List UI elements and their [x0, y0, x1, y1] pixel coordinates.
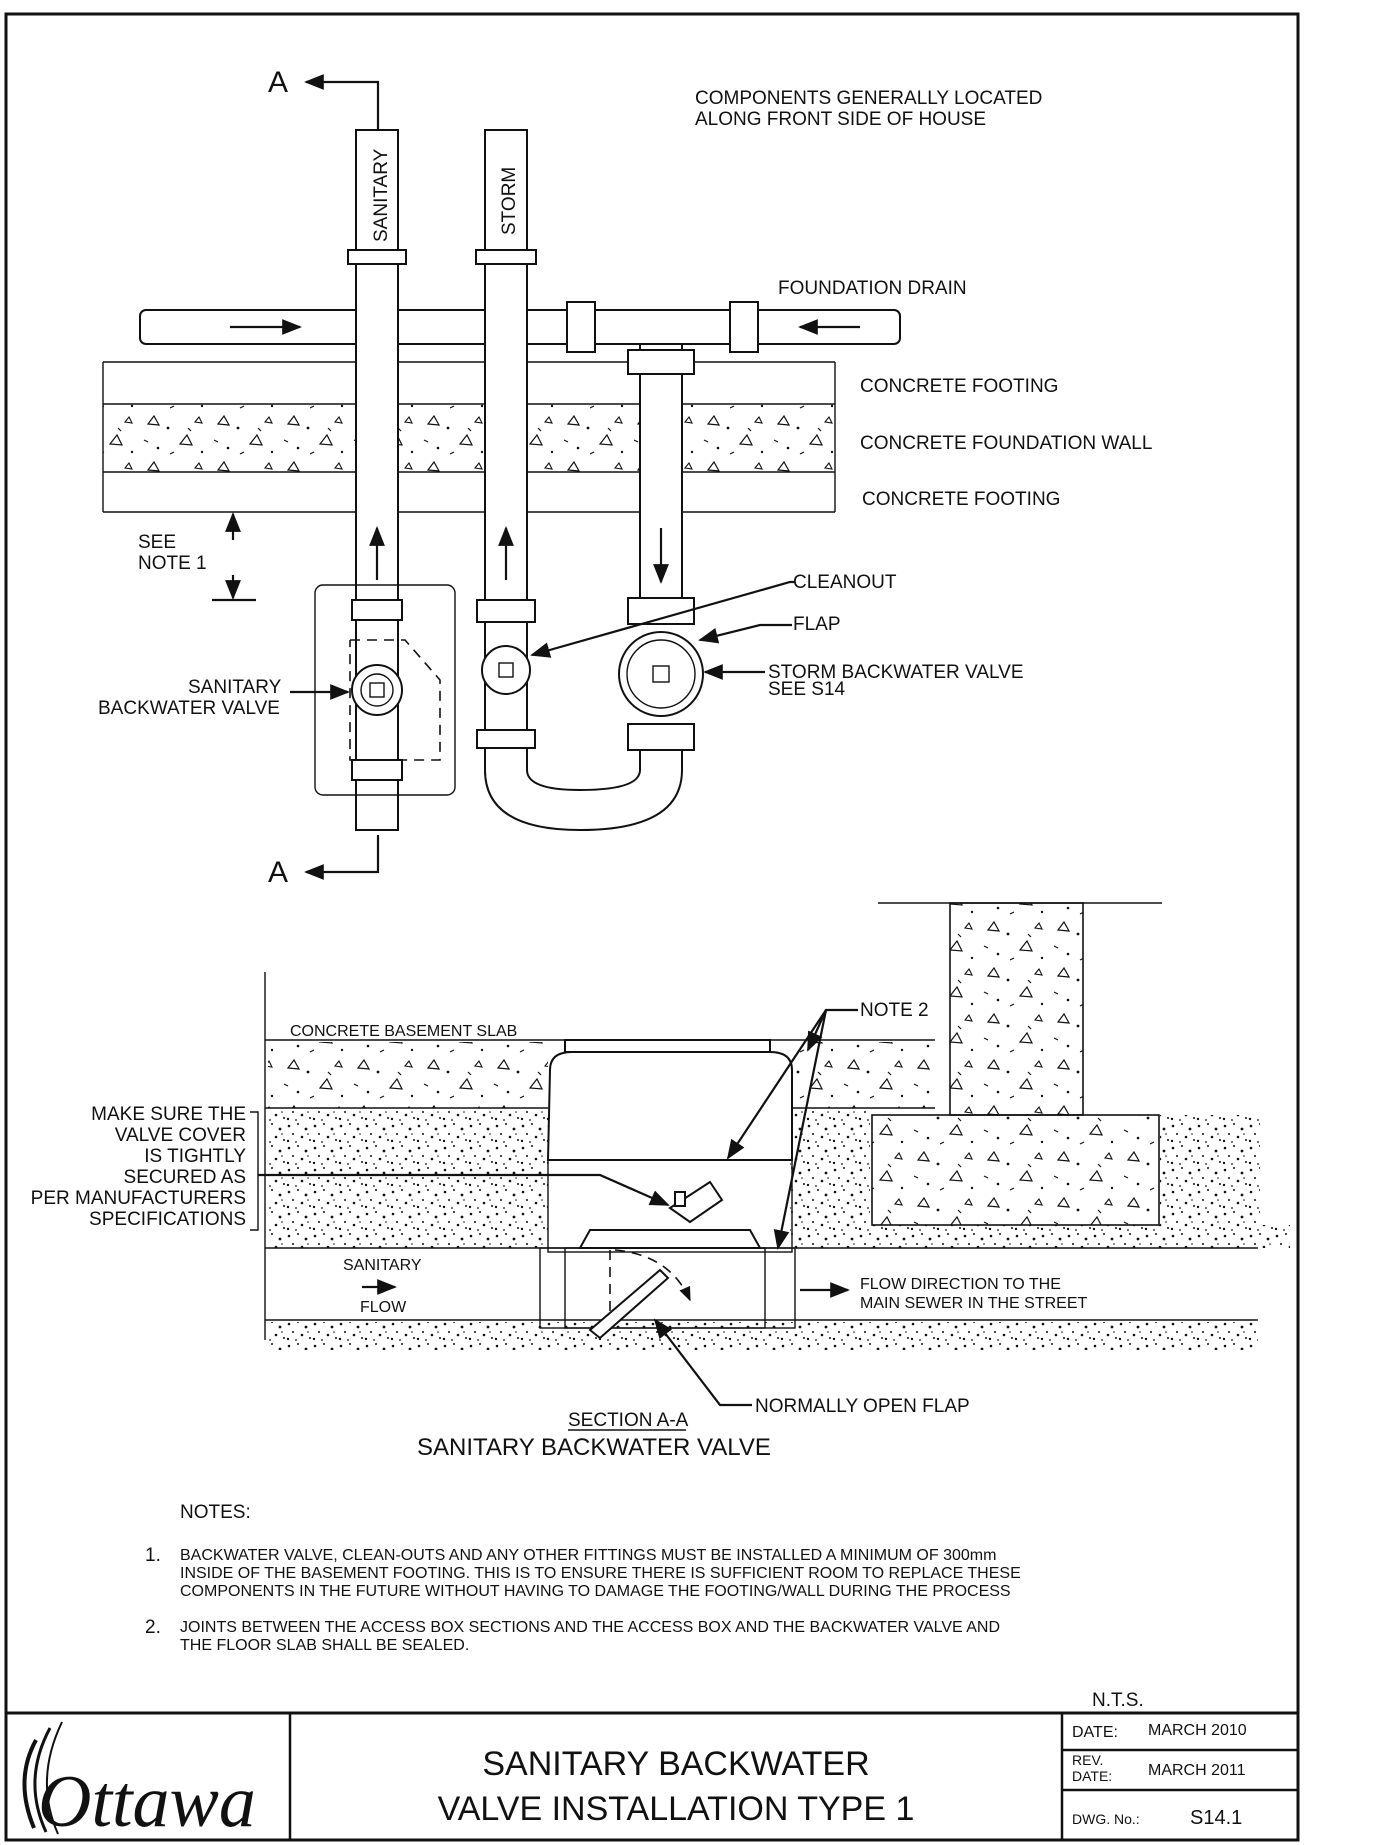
- gravel-bed: [268, 1110, 548, 1248]
- drawing-title-line-2: VALVE INSTALLATION TYPE 1: [438, 1790, 915, 1828]
- valve-cover-note-1: MAKE SURE THE: [91, 1104, 246, 1125]
- rev-date-label-2: DATE:: [1072, 1768, 1112, 1784]
- sanitary-valve-label-1: SANITARY: [188, 677, 282, 698]
- valve-cover-note-6: SPECIFICATIONS: [89, 1209, 246, 1230]
- section-marker-bottom: A: [268, 856, 288, 889]
- see-note-1-line-1: SEE: [138, 532, 176, 553]
- storm-backwater-valve: [618, 631, 704, 717]
- see-note-1-line-2: NOTE 1: [138, 553, 207, 574]
- flap-label: FLAP: [793, 614, 841, 635]
- date-value: MARCH 2010: [1148, 1722, 1247, 1739]
- concrete-basement-slab: [268, 1042, 548, 1108]
- note-2-label: NOTE 2: [860, 1000, 929, 1021]
- section-a-a-label: SECTION A-A: [568, 1410, 689, 1431]
- sanitary-flow-label-1: SANITARY: [343, 1257, 422, 1274]
- section-marker-top: A: [268, 66, 288, 99]
- storm-pipe: [484, 129, 528, 741]
- concrete-footing-top-label: CONCRETE FOOTING: [860, 376, 1058, 397]
- section-title: SANITARY BACKWATER VALVE: [417, 1434, 771, 1461]
- storm-backwater-valve-label-1: STORM BACKWATER VALVE: [768, 662, 1024, 683]
- ottawa-logo: Ottawa: [22, 1721, 256, 1843]
- note-1-line-3: COMPONENTS IN THE FUTURE WITHOUT HAVING …: [180, 1583, 1011, 1600]
- access-box: [546, 1051, 793, 1161]
- concrete-foundation-wall-label: CONCRETE FOUNDATION WALL: [860, 433, 1152, 454]
- sanitary-pipe-label: SANITARY: [371, 148, 392, 242]
- plan-view: A COMPONENTS GENERALLY LOCATED ALONG FRO…: [98, 66, 1152, 889]
- concrete-foundation-wall: [103, 404, 835, 472]
- concrete-basement-slab-label: CONCRETE BASEMENT SLAB: [290, 1023, 517, 1040]
- scale-label: N.T.S.: [1092, 1690, 1144, 1711]
- footing-section: [871, 1114, 1160, 1226]
- note-2-number: 2.: [145, 1617, 161, 1638]
- sanitary-flow-label-2: FLOW: [360, 1299, 407, 1316]
- foundation-drain-label: FOUNDATION DRAIN: [778, 278, 967, 299]
- components-note-line-1: COMPONENTS GENERALLY LOCATED: [695, 88, 1042, 109]
- valve-cover-note-2: VALVE COVER: [115, 1125, 246, 1146]
- notes-block: NOTES: 1. BACKWATER VALVE, CLEAN-OUTS AN…: [145, 1502, 1021, 1654]
- rev-date-value: MARCH 2011: [1148, 1762, 1246, 1779]
- valve-cover-note-3: IS TIGHTLY: [144, 1146, 246, 1167]
- date-label: DATE:: [1072, 1724, 1118, 1741]
- flow-direction-label-1: FLOW DIRECTION TO THE: [860, 1276, 1061, 1293]
- note-1-number: 1.: [145, 1545, 161, 1566]
- dwg-no-label: DWG. No.:: [1072, 1811, 1140, 1827]
- section-view: CONCRETE BASEMENT SLAB NOTE 2 MAKE SURE …: [31, 902, 1290, 1461]
- dwg-no-value: S14.1: [1190, 1807, 1242, 1829]
- rev-date-label-1: REV.: [1072, 1752, 1103, 1768]
- components-note-line-2: ALONG FRONT SIDE OF HOUSE: [695, 109, 986, 130]
- note-2-line-2: THE FLOOR SLAB SHALL BE SEALED.: [180, 1637, 469, 1654]
- sanitary-backwater-valve: [351, 664, 403, 716]
- cleanout: [481, 645, 531, 695]
- storm-pipe-label: STORM: [499, 167, 520, 235]
- note-2-line-1: JOINTS BETWEEN THE ACCESS BOX SECTIONS A…: [180, 1619, 1000, 1636]
- notes-heading: NOTES:: [180, 1502, 251, 1523]
- concrete-footing-bottom-label: CONCRETE FOOTING: [862, 489, 1060, 510]
- drawing-title-line-1: SANITARY BACKWATER: [482, 1745, 869, 1783]
- valve-cover-note-5: PER MANUFACTURERS: [31, 1188, 246, 1209]
- title-block: N.T.S. Ottawa SANITARY BACKWATER VALVE I…: [6, 1690, 1298, 1843]
- cleanout-label: CLEANOUT: [793, 572, 897, 593]
- sanitary-valve-label-2: BACKWATER VALVE: [98, 698, 280, 719]
- logo-text: Ottawa: [38, 1761, 256, 1843]
- foundation-wall-section: [949, 902, 1084, 1116]
- note-1-line-2: INSIDE OF THE BASEMENT FOOTING. THIS IS …: [180, 1565, 1021, 1582]
- sanitary-access-box: [314, 584, 456, 796]
- storm-backwater-valve-label-2: SEE S14: [768, 679, 846, 700]
- normally-open-flap-label: NORMALLY OPEN FLAP: [755, 1396, 970, 1417]
- valve-cover-note-4: SECURED AS: [124, 1167, 246, 1188]
- sheet-border: [4, 12, 1300, 1842]
- flow-direction-label-2: MAIN SEWER IN THE STREET: [860, 1295, 1088, 1312]
- note-1-line-1: BACKWATER VALVE, CLEAN-OUTS AND ANY OTHE…: [180, 1547, 996, 1564]
